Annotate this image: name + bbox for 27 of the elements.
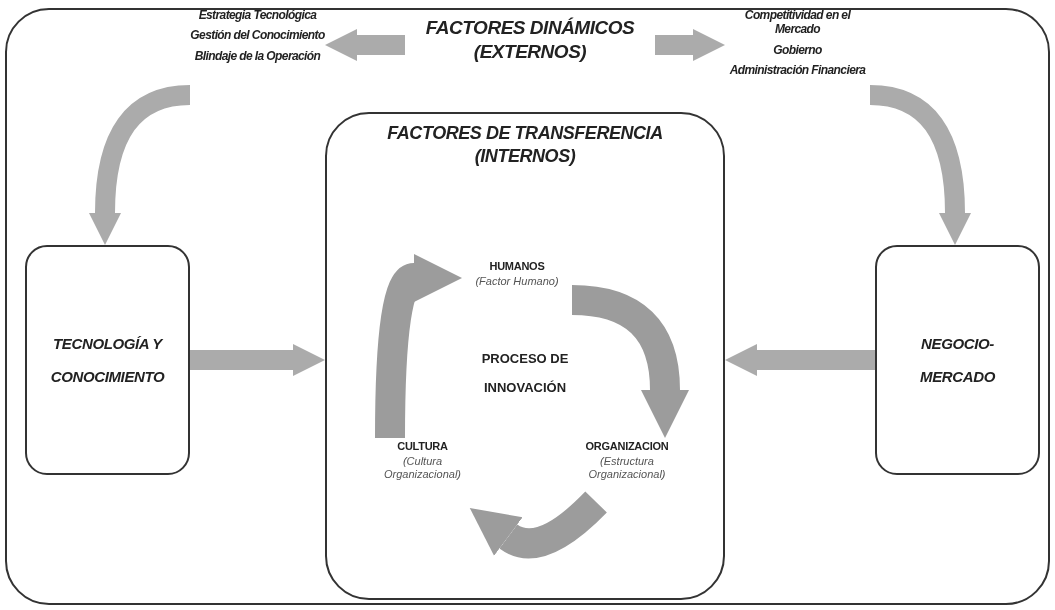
node-text: Competitividad en el Mercado	[743, 8, 852, 37]
cycle-arrow	[375, 254, 461, 439]
node-text: PROCESO DE INNOVACIÓN	[480, 350, 570, 397]
group-box	[325, 112, 725, 600]
node-text: NEGOCIO-MERCADO	[919, 334, 996, 387]
process-box	[25, 245, 190, 475]
node-text: TECNOLOGÍA Y CONOCIMIENTO	[49, 334, 166, 387]
node-text: FACTORES DE TRANSFERENCIA (INTERNOS)	[386, 122, 664, 167]
node-subtext: Administración Financiera	[729, 63, 866, 78]
node-subtext: Blindaje de la Operación	[194, 48, 321, 64]
block-arrow	[325, 29, 405, 61]
node-text: Estrategia Tecnológica	[198, 8, 317, 23]
cycle-arrow	[467, 491, 607, 559]
node-subtext: Gobierno	[773, 42, 822, 58]
node-text: FACTORES DINÁMICOS (EXTERNOS)	[424, 16, 636, 64]
node-subtext: (Factor Humano)	[475, 274, 559, 289]
outer-frame	[5, 8, 1050, 605]
node-text: HUMANOS	[489, 259, 545, 274]
block-arrow	[725, 344, 875, 376]
node-text: ORGANIZACION	[585, 439, 669, 454]
node-subtext: Gestión del Conocimiento	[190, 28, 325, 43]
node-text: CULTURA	[397, 439, 448, 454]
node-subtext: (Estructura Organizacional)	[587, 454, 667, 482]
node-subtext: (Cultura Organizacional)	[382, 454, 462, 482]
block-arrow	[190, 344, 325, 376]
process-box	[875, 245, 1040, 475]
block-arrow	[655, 29, 725, 61]
